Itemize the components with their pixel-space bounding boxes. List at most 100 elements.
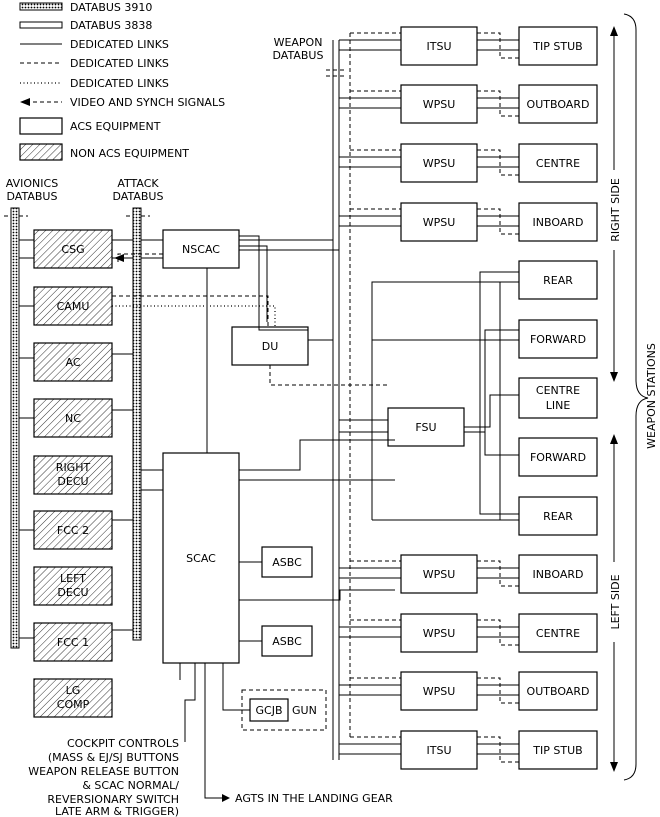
legend-acs-equipment: ACS EQUIPMENT	[70, 120, 161, 133]
ac-label: AC	[65, 356, 80, 369]
station-links	[477, 39, 519, 755]
cockpit-note-2: (MASS & EJ/SJ BUTTONS	[48, 751, 179, 764]
itsu-top-box	[400, 26, 478, 66]
inboard-right-box	[518, 202, 598, 242]
legend-databus-3838: DATABUS 3838	[70, 19, 152, 32]
legend-dedicated-solid: DEDICATED LINKS	[70, 38, 169, 51]
attack-databus-label-1: ATTACK	[117, 177, 159, 190]
weapon-databus-label-2: DATABUS	[273, 49, 324, 62]
centre-right-box	[518, 143, 598, 183]
fsu-label: FSU	[415, 421, 436, 434]
tip-stub-right-box	[518, 26, 598, 66]
nscac-bus-links	[141, 239, 163, 259]
lg-comp-box	[33, 678, 113, 718]
tip-stub-right-label: TIP STUB	[532, 40, 582, 53]
video-arrow-icon	[114, 254, 124, 262]
wpsu-6-label: WPSU	[423, 685, 456, 698]
lg-comp-label-1: LG	[66, 684, 81, 697]
centre-line-box	[518, 377, 598, 419]
forward-2-label: FORWARD	[530, 451, 586, 464]
forward-1-box	[518, 319, 598, 359]
cockpit-note-5: REVERSIONARY SWITCH	[47, 793, 179, 806]
right-decu-box	[33, 455, 113, 495]
station-units: ITSU WPSU WPSU WPSU FSU WPSU WPSU WPSU I…	[387, 26, 478, 770]
outboard-right-label: OUTBOARD	[527, 98, 590, 111]
right-side-label: RIGHT SIDE	[609, 178, 622, 242]
camu-du-dashed	[112, 295, 269, 327]
nscac-box	[162, 229, 240, 269]
itsu-top-label: ITSU	[427, 40, 452, 53]
left-side-label-bg	[606, 562, 622, 642]
centre-right-label: CENTRE	[536, 157, 580, 170]
right-decu-label-2: DECU	[57, 475, 88, 488]
centre-left-label: CENTRE	[536, 627, 580, 640]
rear-2-label: REAR	[543, 510, 573, 523]
legend-databus-3910-swatch	[19, 2, 63, 11]
attack-databus-label-2: DATABUS	[113, 190, 164, 203]
scac-bus-links	[141, 469, 163, 491]
arrow-down-icon-2	[610, 762, 618, 772]
fsu-box	[387, 407, 465, 447]
csg-box	[33, 229, 113, 269]
inboard-left-label: INBOARD	[533, 568, 584, 581]
left-side-label: LEFT SIDE	[609, 574, 622, 629]
scac-station-links	[239, 439, 395, 601]
asbc-lower-box	[261, 625, 313, 657]
forward-2-box	[518, 437, 598, 477]
du-label: DU	[262, 340, 279, 353]
forward-1-label: FORWARD	[530, 333, 586, 346]
inboard-right-label: INBOARD	[533, 216, 584, 229]
left-decu-box	[33, 566, 113, 606]
left-decu-label-1: LEFT	[60, 572, 86, 585]
wpsu-2-box	[400, 143, 478, 183]
legend: DATABUS 3910 DATABUS 3838 DEDICATED LINK…	[19, 1, 225, 161]
asbc-upper-label: ASBC	[272, 556, 302, 569]
weapon-databus-label-1: WEAPON	[274, 36, 323, 49]
nscac-label: NSCAC	[182, 243, 220, 256]
avionics-databus	[10, 207, 20, 649]
outboard-left-label: OUTBOARD	[527, 685, 590, 698]
weapon-databus	[332, 40, 340, 760]
wpsu-4-label: WPSU	[423, 568, 456, 581]
centre-left-box	[518, 613, 598, 653]
legend-non-acs-equipment: NON ACS EQUIPMENT	[70, 147, 189, 160]
rear-2-box	[518, 496, 598, 536]
unit-dashed-links	[349, 32, 401, 738]
outboard-left-box	[518, 671, 598, 711]
scac-gcjb-link	[222, 663, 250, 711]
arrow-up-icon-2	[610, 434, 618, 444]
wpsu-4-box	[400, 554, 478, 594]
legend-dedicated-dotted: DEDICATED LINKS	[70, 77, 169, 90]
agts-note: AGTS IN THE LANDING GEAR	[235, 792, 393, 805]
rear-1-box	[518, 260, 598, 300]
wpsu-5-box	[400, 613, 478, 653]
centre-line-label-1: CENTRE	[536, 384, 580, 397]
legend-databus-3910: DATABUS 3910	[70, 1, 152, 14]
inboard-left-box	[518, 554, 598, 594]
fsu-station-links	[371, 271, 519, 521]
cockpit-note-3: WEAPON RELEASE BUTTON	[28, 765, 179, 778]
itsu-bottom-label: ITSU	[427, 744, 452, 757]
weapon-stations-brace	[623, 13, 649, 781]
arrow-left-icon	[20, 98, 30, 106]
arrow-down-icon	[610, 372, 618, 382]
right-decu-label-1: RIGHT	[56, 461, 91, 474]
left-units: CSG CAMU AC NC RIGHT DECU FCC 2 LEFT DEC…	[33, 229, 113, 718]
nc-box	[33, 398, 113, 438]
tip-stub-left-box	[518, 730, 598, 770]
scac-label: SCAC	[186, 552, 216, 565]
du-box	[231, 326, 309, 366]
weapon-bus-terminator	[326, 69, 346, 77]
left-decu-label-2: DECU	[57, 586, 88, 599]
scac-asbc-links	[239, 561, 262, 642]
asbc-upper-box	[261, 546, 313, 578]
avionics-databus-label-1: AVIONICS	[6, 177, 58, 190]
avionics-databus-label-2: DATABUS	[7, 190, 58, 203]
tip-stub-left-label: TIP STUB	[532, 744, 582, 757]
scac-leaders	[179, 663, 222, 799]
cockpit-note-6: LATE ARM & TRIGGER)	[55, 805, 179, 817]
outboard-right-box	[518, 84, 598, 124]
cockpit-note-1: COCKPIT CONTROLS	[67, 737, 179, 750]
right-side-label-bg	[606, 170, 622, 250]
